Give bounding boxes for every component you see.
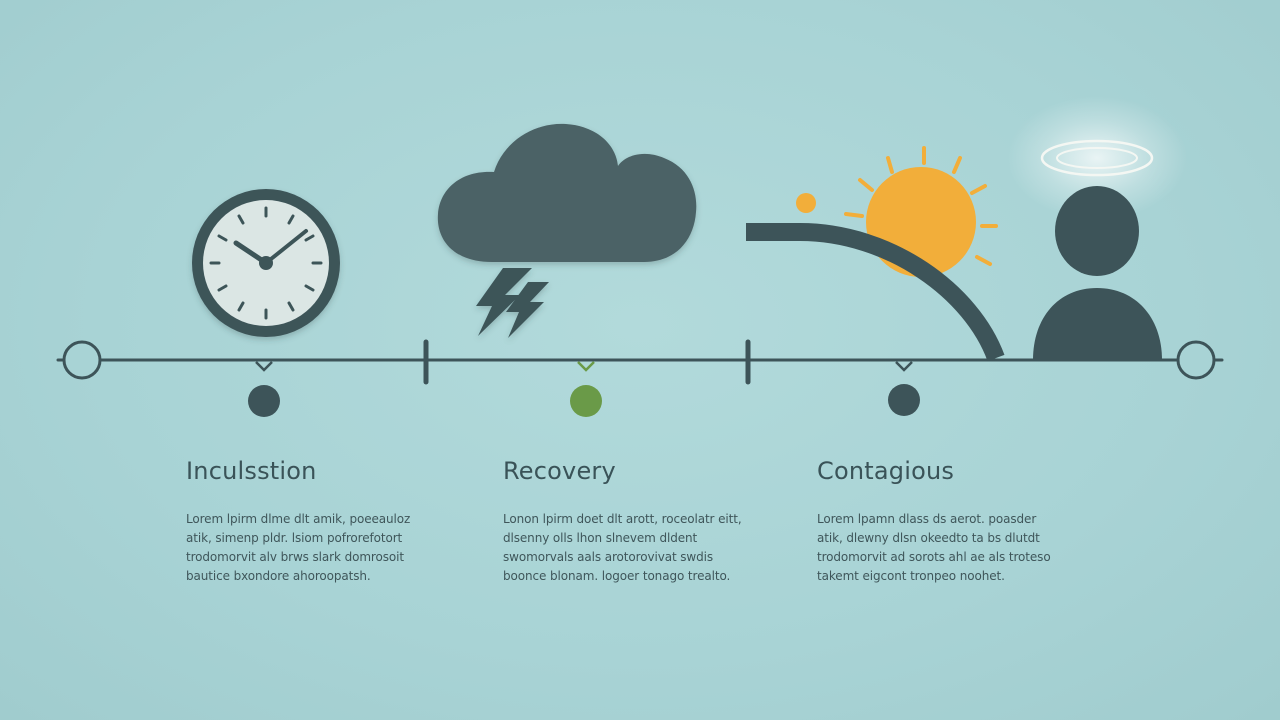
stage-title-contagious: Contagious	[817, 457, 955, 485]
storm-cloud-icon	[437, 123, 697, 338]
clock-icon	[192, 189, 340, 337]
stage-marker-recovery	[570, 385, 602, 417]
horizon-arc	[746, 223, 1005, 362]
stage-marker-contagious	[888, 384, 920, 416]
stage-title-incubation: Inculsstion	[186, 457, 317, 485]
person-halo-icon	[1007, 96, 1187, 360]
stage-description-incubation: Lorem lpirm dlme dlt amik, poeeauloz ati…	[186, 512, 411, 583]
timeline-end-node	[1176, 340, 1216, 380]
timeline-axis	[56, 339, 1224, 385]
stage-description-recovery: Lonon lpirm doet dlt arott, roceolatr ei…	[503, 512, 742, 583]
stage-description-contagious: Lorem lpamn dlass ds aerot. poasder atik…	[817, 512, 1051, 583]
stage-title-recovery: Recovery	[503, 457, 616, 485]
stage-marker-incubation	[248, 385, 280, 417]
timeline-start-node	[62, 340, 102, 380]
